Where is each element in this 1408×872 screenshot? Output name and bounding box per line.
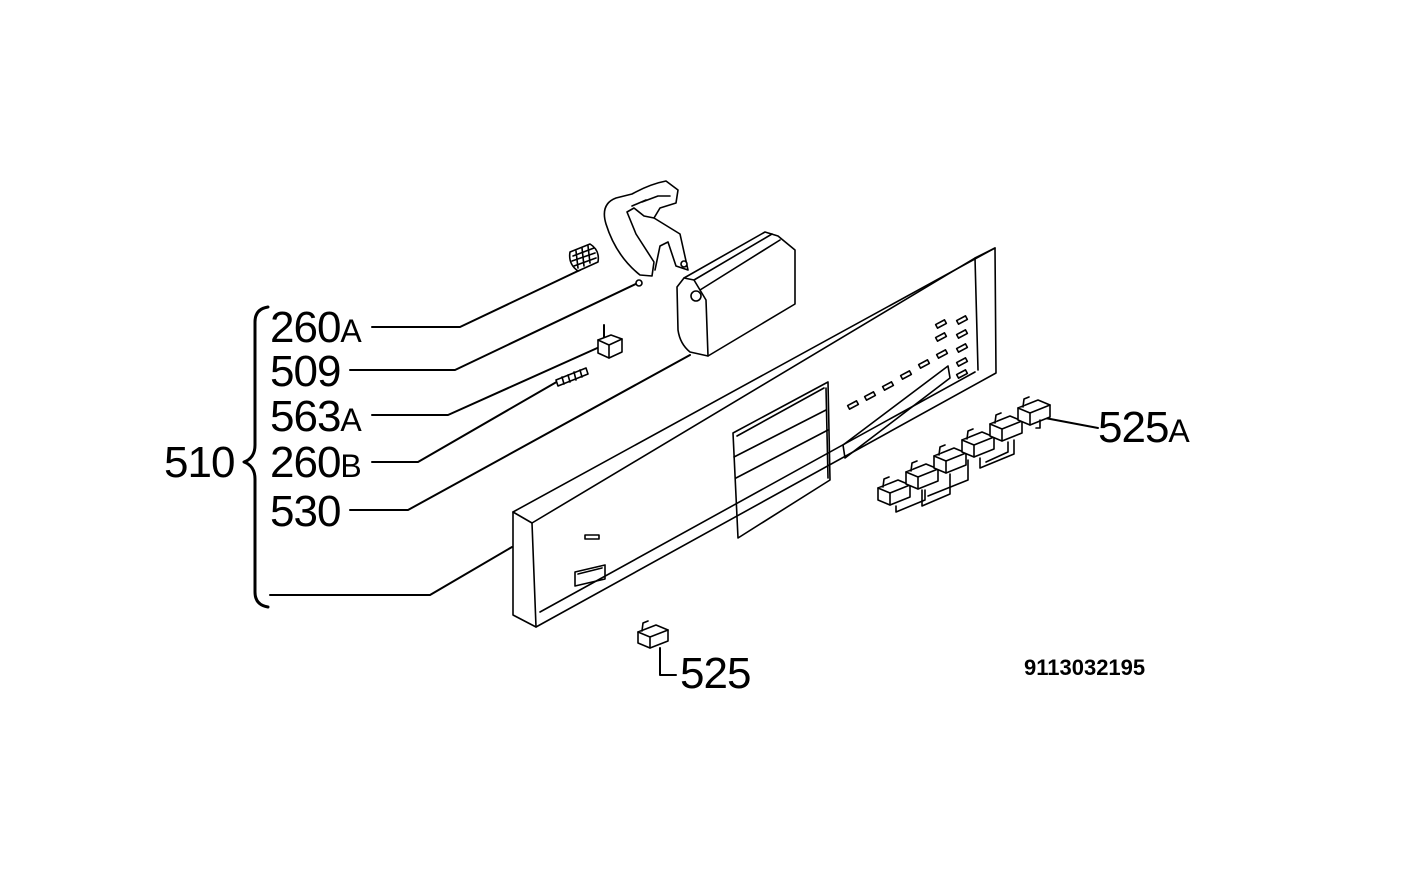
callout-260a-suffix: A	[340, 313, 362, 349]
group-bracket	[244, 307, 268, 607]
panel-slots	[575, 316, 967, 586]
part-260b-spring	[556, 368, 588, 386]
part-510-control-panel	[513, 248, 996, 627]
leader-lines	[270, 270, 1098, 675]
callout-260a-number: 260	[270, 303, 341, 352]
part-525-key	[638, 621, 668, 648]
part-530-cover	[677, 232, 795, 356]
callout-260b-number: 260	[270, 438, 341, 487]
callout-525a: 525A	[1098, 406, 1190, 450]
part-525a-keys	[878, 397, 1050, 512]
callout-563a: 563A	[270, 395, 362, 439]
callout-510: 510	[164, 438, 235, 487]
part-563a-knob	[598, 335, 622, 358]
callout-525a-number: 525	[1098, 403, 1169, 452]
callout-530-number: 530	[270, 487, 341, 536]
part-509-clip	[604, 181, 688, 286]
callout-509-number: 509	[270, 347, 341, 396]
callout-525-number: 525	[680, 649, 751, 698]
callout-525a-suffix: A	[1168, 413, 1190, 449]
callout-563a-suffix: A	[340, 402, 362, 438]
callout-563a-number: 563	[270, 392, 341, 441]
drawing-code: 9113032195	[1024, 655, 1146, 680]
callout-260b-suffix: B	[340, 448, 362, 484]
callout-260b: 260B	[270, 441, 362, 485]
callout-530: 530	[270, 487, 341, 536]
part-260a	[570, 244, 599, 271]
callout-260a: 260A	[270, 306, 362, 350]
callout-525: 525	[680, 649, 751, 698]
callout-509: 509	[270, 347, 341, 396]
